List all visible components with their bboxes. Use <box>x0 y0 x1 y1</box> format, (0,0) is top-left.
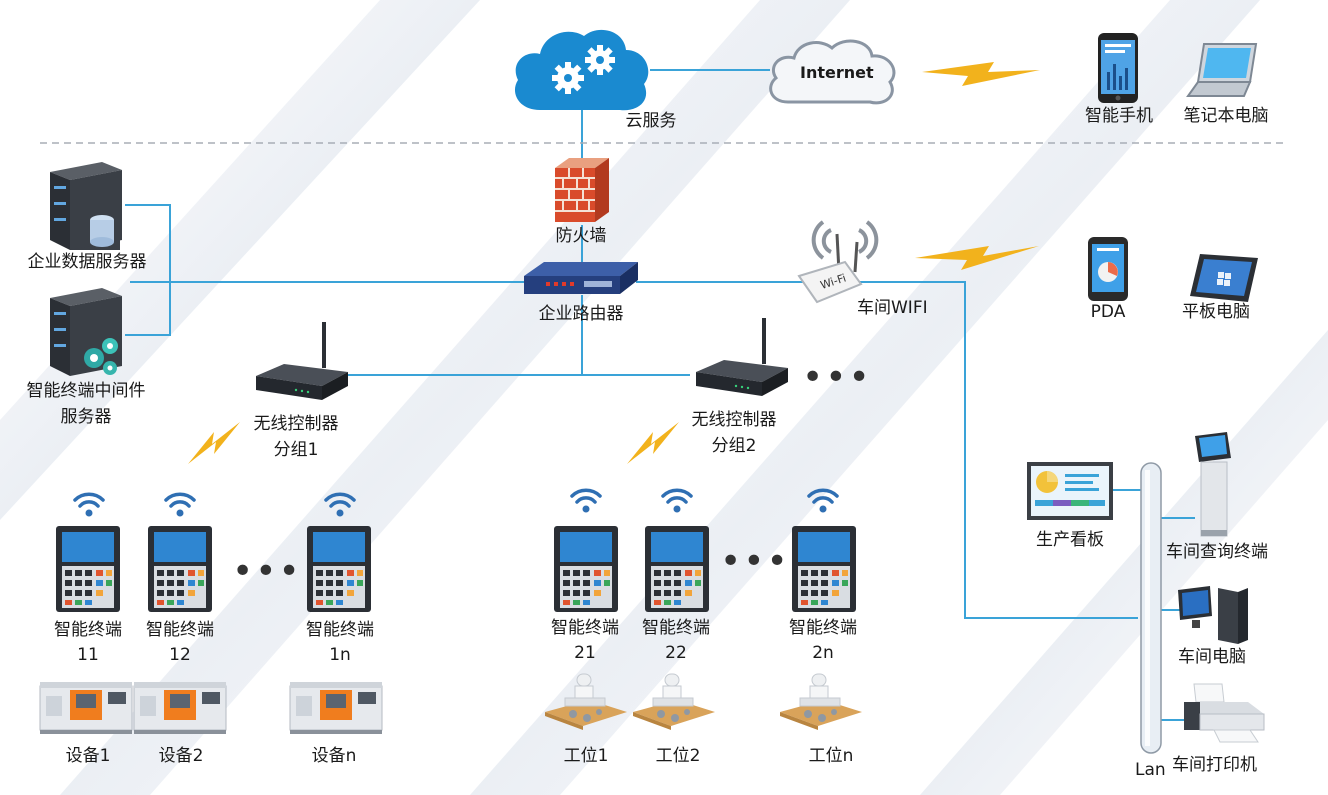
more-controllers-ellipsis: ••• <box>802 357 872 398</box>
cnc-machine-icon <box>39 682 133 736</box>
wifi-signal-icon <box>569 486 603 514</box>
smart-terminal-icon <box>792 526 856 612</box>
controller1-label-1: 无线控制器 <box>253 414 339 434</box>
terminal-12-name: 智能终端 <box>146 620 214 640</box>
smartphone-icon <box>1097 32 1139 104</box>
internet-label: Internet <box>800 63 874 82</box>
pda-label: PDA <box>1090 302 1126 322</box>
more-terminals-ellipsis: ••• <box>720 541 790 582</box>
workstation-icon <box>780 668 862 732</box>
terminal-11-name: 智能终端 <box>54 620 122 640</box>
more-terminals-ellipsis: ••• <box>232 551 302 592</box>
wifi-signal-icon <box>72 490 106 518</box>
workshop-pc-icon <box>1178 586 1248 644</box>
pda-icon <box>1087 236 1129 302</box>
lightning-icon <box>915 240 1039 272</box>
terminal-1n-name: 智能终端 <box>306 620 374 640</box>
terminal-12-id: 12 <box>169 645 191 665</box>
wifi-signal-icon <box>660 486 694 514</box>
workstation-icon <box>545 668 627 732</box>
lan-label: Lan <box>1135 760 1166 780</box>
wifi-signal-icon <box>163 490 197 518</box>
laptop-label: 笔记本电脑 <box>1183 106 1269 126</box>
wireless-controller-icon <box>252 320 348 400</box>
data-server-label: 企业数据服务器 <box>27 252 147 272</box>
smart-terminal-icon <box>554 526 618 612</box>
middleware-server-label-2: 服务器 <box>60 407 112 427</box>
terminal-2n-id: 2n <box>812 643 834 663</box>
workstation-2-label: 工位2 <box>655 746 701 766</box>
workstation-1-label: 工位1 <box>563 746 609 766</box>
internet-cloud-icon <box>766 36 900 108</box>
workshop-pc-label: 车间电脑 <box>1178 647 1246 667</box>
lightning-icon <box>188 422 240 464</box>
cnc-machine-icon <box>289 682 383 736</box>
cloud-service-icon <box>510 22 652 114</box>
workshop-wifi-label: 车间WIFI <box>857 298 928 318</box>
smartphone-label: 智能手机 <box>1085 106 1153 126</box>
wifi-signal-icon <box>806 486 840 514</box>
printer-icon <box>1184 683 1265 744</box>
printer-label: 车间打印机 <box>1172 755 1257 775</box>
smart-terminal-icon <box>56 526 120 612</box>
equipment-n-label: 设备n <box>311 746 357 766</box>
wifi-signal-icon <box>323 490 357 518</box>
terminal-21-id: 21 <box>574 643 596 663</box>
cnc-machine-icon <box>133 682 227 736</box>
data-server-icon <box>50 162 122 250</box>
workstation-icon <box>633 668 715 732</box>
production-board-icon <box>1027 462 1113 522</box>
smart-terminal-icon <box>307 526 371 612</box>
controller1-label-2: 分组1 <box>273 440 319 460</box>
tablet-icon <box>1190 252 1258 302</box>
workshop-wifi-router-icon: Wi-Fi <box>795 214 895 304</box>
production-board-label: 生产看板 <box>1036 530 1104 550</box>
smart-terminal-icon <box>148 526 212 612</box>
laptop-icon <box>1186 42 1258 98</box>
middleware-server-icon <box>50 288 124 380</box>
middleware-server-label-1: 智能终端中间件 <box>26 381 146 401</box>
controller2-label-2: 分组2 <box>711 436 757 456</box>
controller2-label-1: 无线控制器 <box>691 410 777 430</box>
workstation-n-label: 工位n <box>808 746 854 766</box>
query-terminal-label: 车间查询终端 <box>1166 542 1268 562</box>
lightning-icon <box>627 422 679 464</box>
lightning-icon <box>922 58 1040 88</box>
router-label: 企业路由器 <box>538 304 624 324</box>
smart-terminal-icon <box>645 526 709 612</box>
tablet-label: 平板电脑 <box>1182 302 1250 322</box>
router-icon <box>524 260 638 296</box>
terminal-21-name: 智能终端 <box>551 618 619 638</box>
firewall-label: 防火墙 <box>555 226 607 246</box>
cloud-service-label: 云服务 <box>625 111 677 131</box>
firewall-icon <box>555 158 609 222</box>
terminal-22-name: 智能终端 <box>642 618 710 638</box>
terminal-11-id: 11 <box>77 645 99 665</box>
wireless-controller-icon <box>692 316 788 396</box>
terminal-1n-id: 1n <box>329 645 351 665</box>
equipment-1-label: 设备1 <box>65 746 111 766</box>
query-kiosk-icon <box>1193 432 1233 538</box>
terminal-2n-name: 智能终端 <box>789 618 857 638</box>
equipment-2-label: 设备2 <box>158 746 204 766</box>
terminal-22-id: 22 <box>665 643 687 663</box>
